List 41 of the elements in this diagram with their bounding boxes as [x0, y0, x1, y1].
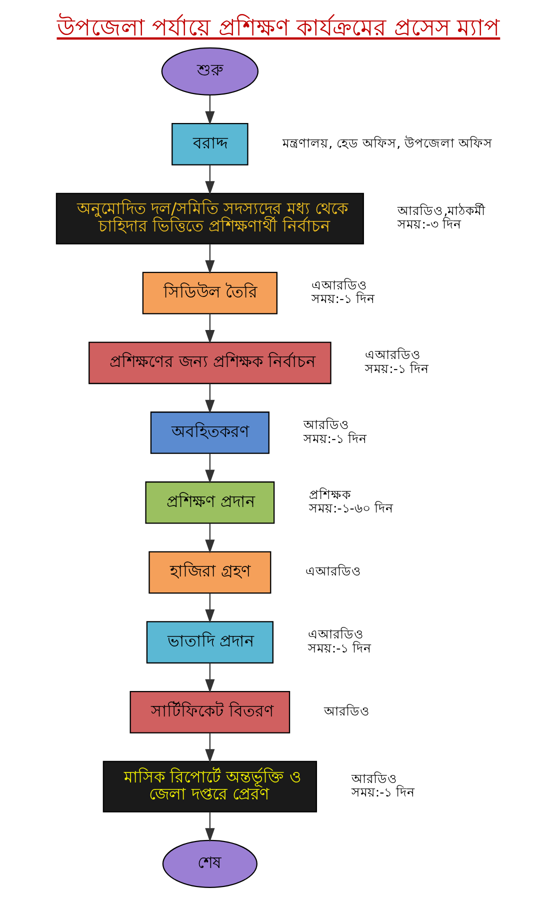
node-box: প্রশিক্ষণের জন্য প্রশিক্ষক নির্বাচন: [88, 341, 331, 384]
node-ellipse: শেষ: [162, 839, 257, 888]
node-box: অনুমোদিত দল/সমিতি সদস্যদের মধ্য থেকে চাহিদার ভিত্তিতে প্রশিক্ষণার্থী নির্বাচন: [55, 192, 364, 244]
node-box: বরাদ্দ: [171, 122, 248, 165]
arrow: [204, 522, 214, 553]
node-label: এআরডিও: [305, 563, 362, 578]
arrow: [204, 732, 214, 762]
arrow: [204, 452, 214, 483]
node-box: অবহিতকরণ: [150, 411, 269, 454]
arrow: [204, 811, 214, 842]
arrow: [204, 592, 214, 623]
arrow: [204, 662, 214, 693]
node-label: সময়:-১ দিন: [350, 784, 415, 800]
node-label: মন্ত্রণালয়, হেড অফিস, উপজেলা অফিস: [282, 134, 492, 150]
node-label: সময়:-১ দিন: [302, 430, 367, 446]
node-box: প্রশিক্ষণ প্রদান: [144, 480, 274, 524]
node-box: সার্টিফিকেট বিতরণ: [129, 690, 290, 733]
node-label: এআরডিও: [310, 276, 367, 292]
node-label: আরডিও,মাঠকর্মী: [397, 202, 486, 218]
node-label: সময়:-১-৬০ দিন: [308, 500, 393, 516]
node-label: সময়:-১ দিন: [310, 290, 375, 306]
diagram-title: উপজেলা পর্যায়ে প্রশিক্ষণ কার্যক্রমের প্রসেস ম্যাপ: [56, 14, 500, 41]
node-label: প্রশিক্ষক: [308, 486, 350, 502]
node-box: ভাতাদি প্রদান: [146, 620, 273, 664]
node-label: এআরডিও: [364, 346, 421, 362]
node-label: আরডিও: [323, 702, 370, 718]
node-label: সময়:-১ দিন: [364, 360, 428, 376]
node-label: সময়:-১ দিন: [307, 640, 372, 655]
arrow: [204, 94, 214, 124]
node-label: এআরডিও: [307, 626, 364, 642]
node-ellipse: শুরু: [160, 46, 258, 95]
node-label: সময়:-৩ দিন: [397, 216, 462, 232]
node-box: হাজিরা গ্রহণ: [148, 550, 271, 594]
arrow: [204, 244, 214, 274]
node-label: আরডিও: [350, 770, 397, 786]
node-box: মাসিক রিপোর্টে অন্তর্ভূক্তি ও জেলা দপ্তরে প্রেরণ: [102, 760, 317, 812]
arrow: [204, 164, 214, 194]
arrow: [204, 313, 214, 344]
arrow: [204, 383, 214, 414]
node-box: সিডিউল তৈরি: [142, 271, 277, 314]
node-label: আরডিও: [302, 416, 349, 432]
